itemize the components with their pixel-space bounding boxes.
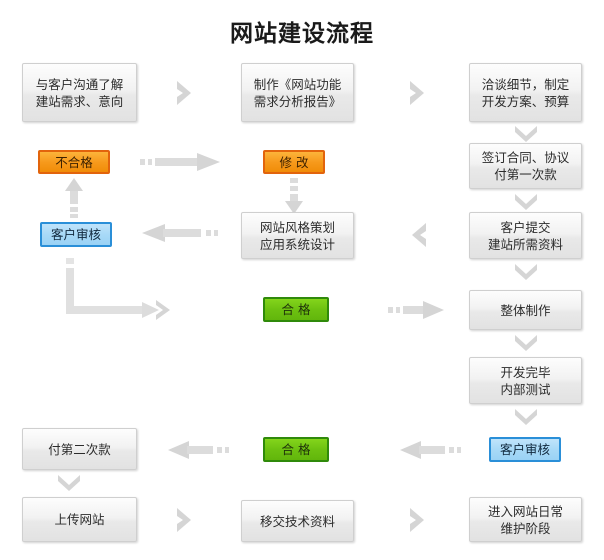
badge-label: 客户审核 bbox=[499, 442, 550, 457]
badge-pass-1[interactable]: 合 格 bbox=[263, 297, 329, 322]
node-label: 洽谈细节，制定 开发方案、预算 bbox=[481, 76, 570, 109]
badge-label: 合 格 bbox=[281, 442, 311, 457]
node-label: 上传网站 bbox=[54, 512, 105, 527]
badge-client-review-2[interactable]: 客户审核 bbox=[489, 437, 561, 462]
node-contract-first-payment[interactable]: 签订合同、协议 付第一次款 bbox=[469, 143, 582, 189]
chevron-left-icon bbox=[405, 221, 431, 249]
badge-label: 修 改 bbox=[279, 154, 309, 170]
chevron-right-icon bbox=[172, 79, 198, 107]
node-label: 付第二次款 bbox=[48, 441, 111, 457]
badge-label: 不合格 bbox=[55, 154, 93, 170]
node-requirements-report[interactable]: 制作《网站功能 需求分析报告》 bbox=[241, 63, 354, 122]
node-transfer-technical-docs[interactable]: 移交技术资料 bbox=[241, 500, 354, 542]
node-label: 与客户沟通了解 建站需求、意向 bbox=[35, 76, 124, 109]
chevron-right-icon bbox=[405, 506, 431, 534]
dashed-arrow-up-icon bbox=[64, 178, 84, 218]
dashed-arrow-down-icon bbox=[284, 178, 304, 214]
dashed-arrow-right-icon bbox=[388, 301, 448, 319]
node-label: 整体制作 bbox=[500, 302, 551, 318]
node-style-planning-system-design[interactable]: 网站风格策划 应用系统设计 bbox=[241, 212, 354, 259]
node-label: 签订合同、协议 付第一次款 bbox=[481, 150, 570, 182]
node-daily-maintenance[interactable]: 进入网站日常 维护阶段 bbox=[469, 497, 582, 542]
node-label: 网站风格策划 应用系统设计 bbox=[259, 219, 335, 252]
elbow-arrow-right-icon bbox=[60, 258, 180, 326]
node-upload-website[interactable]: 上传网站 bbox=[22, 497, 137, 542]
badge-fail[interactable]: 不合格 bbox=[38, 150, 110, 174]
badge-pass-2[interactable]: 合 格 bbox=[263, 437, 329, 462]
node-label: 移交技术资料 bbox=[259, 513, 335, 529]
badge-label: 合 格 bbox=[281, 302, 311, 317]
node-label: 开发完毕 内部测试 bbox=[500, 364, 551, 397]
chevron-down-icon bbox=[56, 473, 82, 492]
badge-client-review-1[interactable]: 客户审核 bbox=[40, 222, 112, 247]
badge-modify[interactable]: 修 改 bbox=[263, 150, 325, 174]
dashed-arrow-left-icon bbox=[140, 224, 222, 242]
node-label: 客户提交 建站所需资料 bbox=[487, 219, 563, 252]
chevron-down-icon bbox=[513, 407, 539, 426]
chevron-down-icon bbox=[513, 262, 539, 281]
page-title: 网站建设流程 bbox=[230, 21, 374, 47]
chevron-down-icon bbox=[513, 333, 539, 352]
chevron-right-icon bbox=[172, 506, 198, 534]
node-development-complete-testing[interactable]: 开发完毕 内部测试 bbox=[469, 357, 582, 404]
chevron-down-icon bbox=[513, 124, 539, 143]
node-client-communication[interactable]: 与客户沟通了解 建站需求、意向 bbox=[22, 63, 137, 122]
node-label: 进入网站日常 维护阶段 bbox=[487, 503, 563, 536]
dashed-arrow-left-icon bbox=[166, 441, 234, 459]
chevron-down-icon bbox=[513, 192, 539, 211]
dashed-arrow-right-icon bbox=[140, 153, 222, 171]
node-negotiate-plan-budget[interactable]: 洽谈细节，制定 开发方案、预算 bbox=[469, 63, 582, 122]
dashed-arrow-left-icon bbox=[398, 441, 466, 459]
node-label: 制作《网站功能 需求分析报告》 bbox=[253, 76, 342, 109]
node-client-submit-materials[interactable]: 客户提交 建站所需资料 bbox=[469, 212, 582, 259]
node-overall-production[interactable]: 整体制作 bbox=[469, 290, 582, 330]
node-second-payment[interactable]: 付第二次款 bbox=[22, 428, 137, 470]
badge-label: 客户审核 bbox=[50, 227, 101, 242]
chevron-right-icon bbox=[405, 79, 431, 107]
